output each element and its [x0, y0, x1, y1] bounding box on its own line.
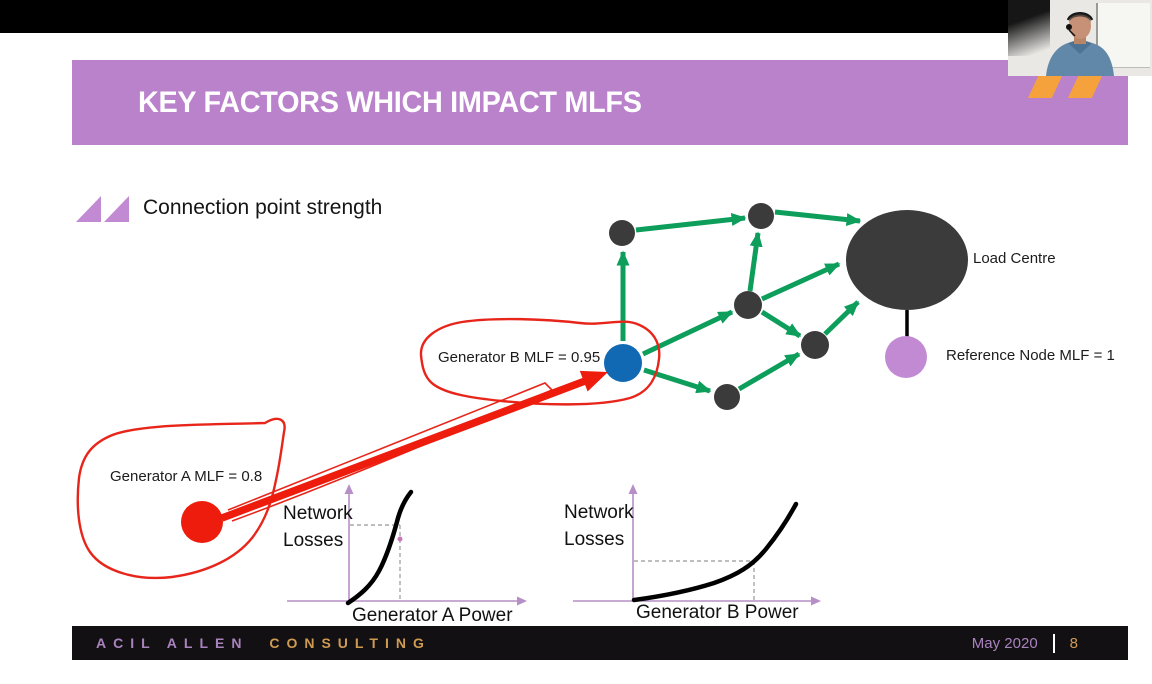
headset-earcup-icon [1066, 24, 1072, 30]
presenter-shirt [1046, 43, 1114, 76]
footer-brand: ACIL ALLEN CONSULTING [96, 635, 431, 651]
chart-a-operating-point [397, 536, 403, 542]
acil-allen-logo-icon [1028, 74, 1108, 98]
reference-node-label: Reference Node MLF = 1 [946, 347, 1115, 364]
footer-divider [1052, 633, 1055, 653]
headset-band-icon [1066, 12, 1094, 21]
network-node-1 [609, 220, 635, 246]
presenter-head [1069, 13, 1091, 39]
chart-a-loss-curve [345, 489, 414, 606]
chart-b-x-arrow-icon [811, 596, 821, 606]
generator-a-node [181, 501, 223, 543]
loss-chart-generator-b [573, 484, 821, 606]
presenter-illustration [1046, 12, 1114, 76]
chart-a-operating-point-dashes [350, 524, 401, 600]
generator-a-label: Generator A MLF = 0.8 [110, 468, 263, 485]
slide-title: KEY FACTORS WHICH IMPACT MLFS [138, 86, 642, 119]
red-annotations [76, 317, 661, 580]
chart-a-x-label: Generator A Power [352, 605, 513, 626]
annotation-arrowhead-icon [579, 370, 608, 392]
line-n5-n4 [737, 351, 801, 392]
line-n1-n2 [635, 213, 747, 233]
chart-b-x-label: Generator B Power [636, 602, 799, 623]
bullet-triangles-icon [76, 196, 132, 222]
network-node-4 [801, 331, 829, 359]
webcam-video[interactable] [1008, 0, 1152, 76]
line-n4-loadcentre [823, 300, 860, 336]
chart-b-y-label: Network Losses [564, 502, 634, 550]
presenter-hair [1069, 13, 1091, 24]
presenter-collar [1068, 41, 1092, 54]
headset-mic-icon [1068, 29, 1076, 37]
slide-header: KEY FACTORS WHICH IMPACT MLFS [72, 60, 1128, 145]
annotation-arrow-shaft [220, 377, 587, 522]
generator-b-node [604, 344, 642, 382]
line-n3-n2 [747, 231, 763, 292]
network-node-2 [748, 203, 774, 229]
section-heading: Connection point strength [143, 196, 383, 219]
chart-a-y-arrow-icon [344, 484, 354, 494]
line-n2-loadcentre [774, 209, 862, 227]
network-nodes [181, 203, 968, 543]
load-centre-node [846, 210, 968, 310]
line-n3-loadcentre [760, 261, 841, 302]
footer-date: May 2020 [971, 634, 1038, 652]
line-n3-n4 [760, 309, 802, 339]
letterbox-top [0, 0, 1152, 33]
reference-node [885, 336, 927, 378]
loss-chart-generator-a [287, 484, 527, 606]
chart-b-operating-point-dashes [634, 560, 755, 600]
network-node-3 [734, 291, 762, 319]
chart-b-y-arrow-icon [628, 484, 638, 494]
chart-a-y-label: Network Losses [283, 503, 353, 551]
load-centre-label: Load Centre [973, 250, 1056, 267]
footer-right-group: May 2020 8 [972, 626, 1078, 660]
generator-b-label: Generator B MLF = 0.95 [438, 349, 601, 366]
footer-brand-consulting: CONSULTING [269, 635, 431, 651]
annotation-circle-generator-b [419, 317, 661, 406]
slide-footer: ACIL ALLEN CONSULTING May 2020 8 [72, 626, 1128, 660]
chart-a-x-arrow-icon [517, 596, 527, 606]
footer-brand-acil-allen: ACIL ALLEN [96, 635, 249, 651]
page-number: 8 [1069, 634, 1078, 652]
chart-b-loss-curve [631, 501, 799, 603]
room-corner-shadow [1008, 0, 1050, 56]
annotation-circle-generator-a [76, 417, 286, 580]
network-node-5 [714, 384, 740, 410]
line-genB-n3 [641, 309, 734, 357]
transmission-lines [616, 209, 862, 394]
